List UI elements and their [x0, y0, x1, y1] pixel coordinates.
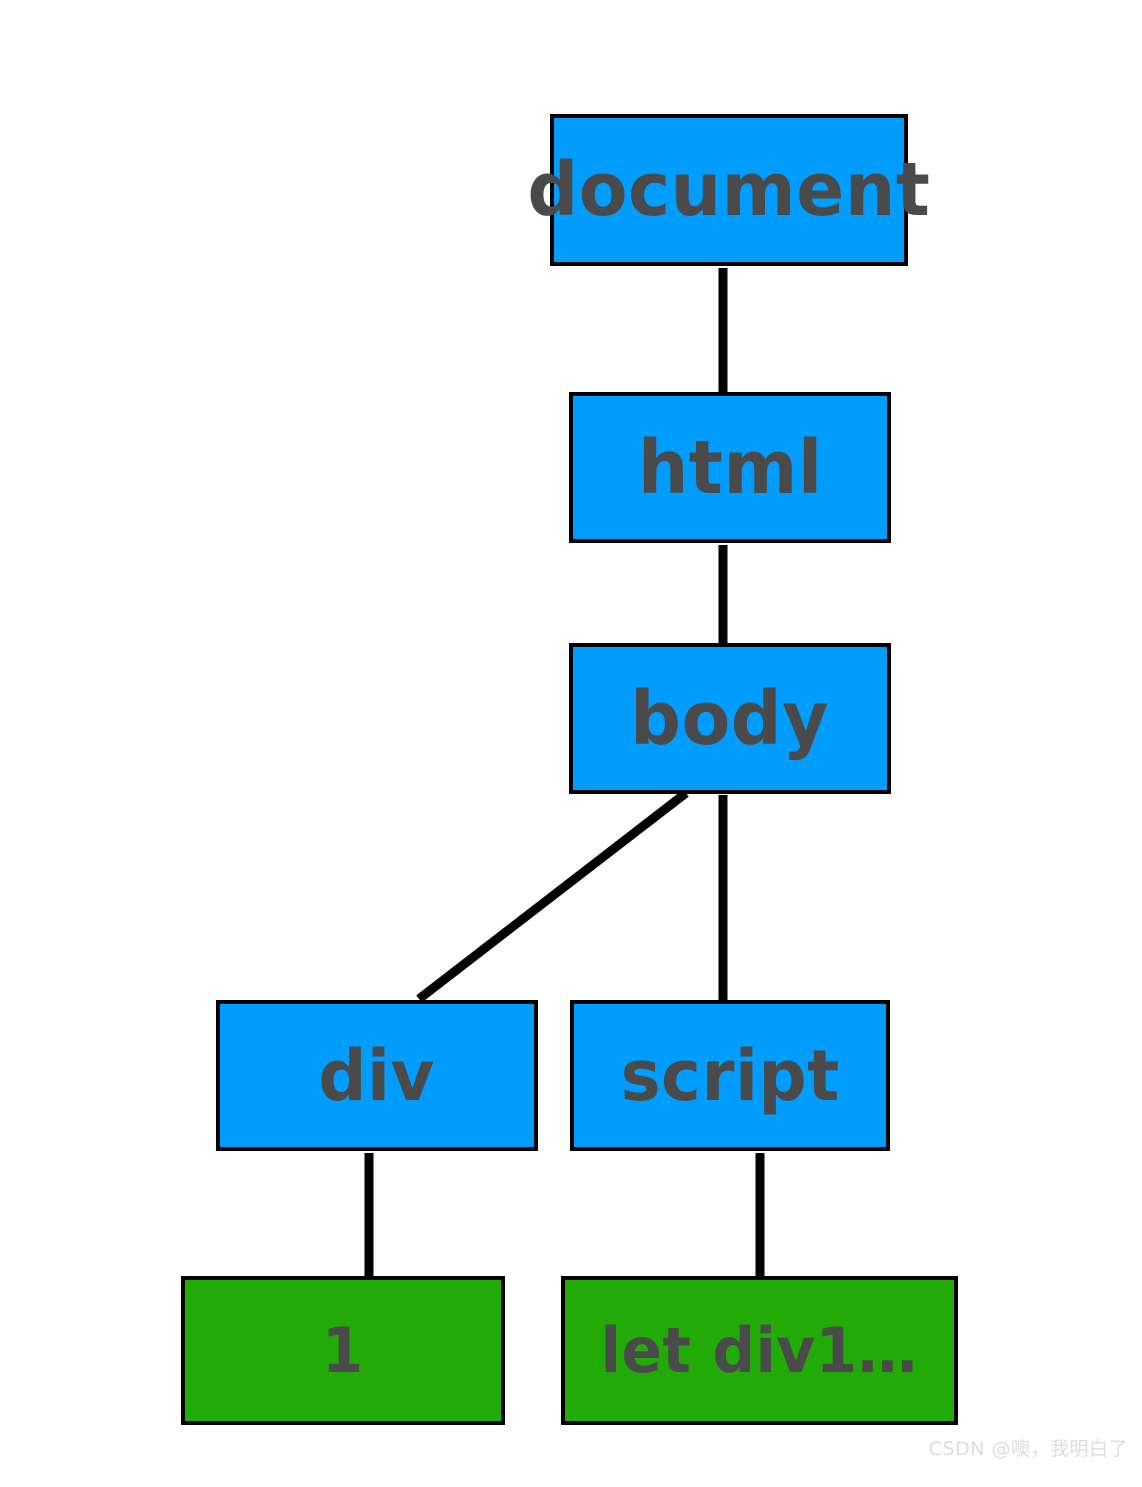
node-div-label: div	[318, 1034, 436, 1117]
node-script-label: script	[620, 1034, 840, 1117]
csdn-watermark: CSDN @噢，我明白了	[928, 1438, 1128, 1460]
edge-body-div	[416, 789, 689, 1003]
node-html-label: html	[637, 424, 823, 511]
node-html[interactable]: html	[569, 392, 891, 543]
node-document[interactable]: document	[528, 114, 930, 266]
node-div[interactable]: div	[216, 1000, 538, 1151]
node-script[interactable]: script	[570, 1000, 890, 1151]
node-text-let-div1[interactable]: let div1…	[561, 1276, 958, 1425]
node-text-1[interactable]: 1	[181, 1276, 505, 1425]
node-text-let-div1-label: let div1…	[600, 1313, 919, 1387]
node-body-label: body	[630, 675, 830, 762]
node-body[interactable]: body	[569, 643, 891, 794]
node-document-label: document	[527, 147, 931, 233]
node-text-1-label: 1	[322, 1313, 364, 1387]
